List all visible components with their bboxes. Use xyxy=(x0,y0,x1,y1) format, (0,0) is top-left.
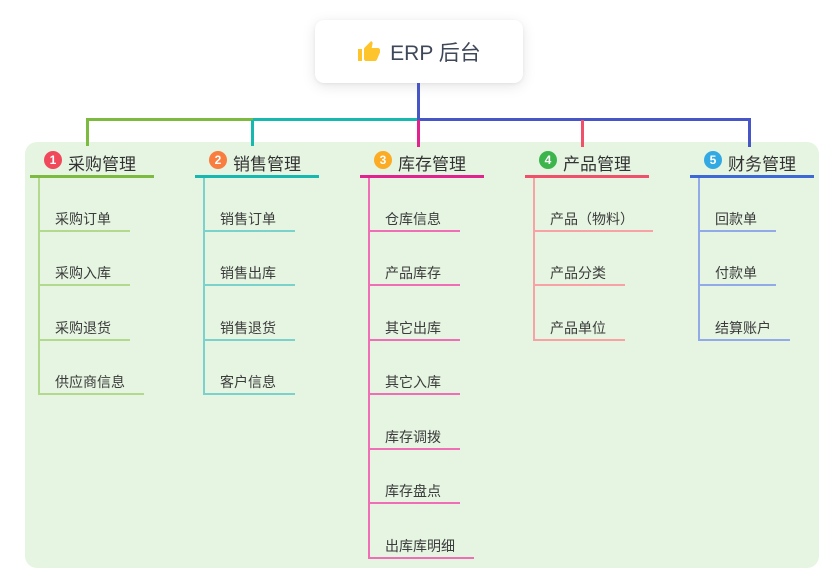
branch-3-drop-line xyxy=(417,120,420,147)
child-underline xyxy=(203,230,295,232)
thumbs-up-icon xyxy=(358,40,381,61)
map-container xyxy=(25,142,819,568)
child-node[interactable]: 仓库信息 xyxy=(385,211,441,227)
branch-2-drop-line xyxy=(251,120,254,146)
branch-badge: 2 xyxy=(209,151,227,169)
child-underline xyxy=(368,284,460,286)
branch-trunk-line xyxy=(203,178,205,395)
child-underline xyxy=(368,557,474,559)
branch-5-drop-line xyxy=(748,120,751,147)
child-underline xyxy=(368,502,460,504)
root-node[interactable]: ERP 后台 xyxy=(315,20,523,83)
connector-segment-left xyxy=(86,118,253,121)
child-underline xyxy=(38,339,130,341)
child-node[interactable]: 供应商信息 xyxy=(55,374,125,390)
child-node[interactable]: 回款单 xyxy=(715,211,757,227)
child-node[interactable]: 其它出库 xyxy=(385,320,441,336)
branch-title-1[interactable]: 采购管理 xyxy=(68,155,136,174)
branch-4-drop-line xyxy=(581,120,584,147)
child-underline xyxy=(698,339,790,341)
child-node[interactable]: 库存调拨 xyxy=(385,429,441,445)
branch-title-underline xyxy=(360,175,484,178)
child-underline xyxy=(203,339,295,341)
child-node[interactable]: 产品单位 xyxy=(550,320,606,336)
connector-segment-mid xyxy=(253,118,417,121)
child-node[interactable]: 采购入库 xyxy=(55,265,111,281)
child-underline xyxy=(698,230,776,232)
child-underline xyxy=(368,230,460,232)
child-underline xyxy=(533,230,653,232)
branch-title-underline xyxy=(525,175,649,178)
branch-trunk-line xyxy=(38,178,40,395)
branch-title-underline xyxy=(690,175,814,178)
child-underline xyxy=(533,284,625,286)
branch-title-4[interactable]: 产品管理 xyxy=(563,155,631,174)
child-node[interactable]: 产品分类 xyxy=(550,265,606,281)
child-node[interactable]: 出库库明细 xyxy=(385,538,455,554)
child-node[interactable]: 付款单 xyxy=(715,265,757,281)
branch-badge: 3 xyxy=(374,151,392,169)
child-node[interactable]: 产品（物料） xyxy=(550,211,634,227)
branch-trunk-line xyxy=(368,178,370,559)
child-node[interactable]: 销售退货 xyxy=(220,320,276,336)
branch-title-5[interactable]: 财务管理 xyxy=(728,155,796,174)
branch-trunk-line xyxy=(698,178,700,341)
child-underline xyxy=(698,284,776,286)
branch-badge: 1 xyxy=(44,151,62,169)
child-node[interactable]: 销售出库 xyxy=(220,265,276,281)
child-node[interactable]: 客户信息 xyxy=(220,374,276,390)
child-node[interactable]: 其它入库 xyxy=(385,374,441,390)
child-underline xyxy=(368,448,460,450)
child-underline xyxy=(368,393,460,395)
branch-title-underline xyxy=(30,175,154,178)
child-underline xyxy=(38,393,144,395)
child-node[interactable]: 销售订单 xyxy=(220,211,276,227)
child-node[interactable]: 结算账户 xyxy=(715,320,771,336)
connector-segment-right xyxy=(417,118,751,121)
child-node[interactable]: 采购订单 xyxy=(55,211,111,227)
branch-badge: 5 xyxy=(704,151,722,169)
branch-title-3[interactable]: 库存管理 xyxy=(398,155,466,174)
branch-1-drop-line xyxy=(86,120,89,146)
child-node[interactable]: 产品库存 xyxy=(385,265,441,281)
branch-title-2[interactable]: 销售管理 xyxy=(233,155,301,174)
child-underline xyxy=(38,284,130,286)
branch-trunk-line xyxy=(533,178,535,341)
branch-badge: 4 xyxy=(539,151,557,169)
child-node[interactable]: 采购退货 xyxy=(55,320,111,336)
child-underline xyxy=(368,339,460,341)
root-label: ERP 后台 xyxy=(390,41,481,65)
child-underline xyxy=(203,284,295,286)
child-node[interactable]: 库存盘点 xyxy=(385,483,441,499)
root-vertical-line xyxy=(417,83,420,120)
child-underline xyxy=(203,393,295,395)
child-underline xyxy=(38,230,130,232)
branch-title-underline xyxy=(195,175,319,178)
child-underline xyxy=(533,339,625,341)
